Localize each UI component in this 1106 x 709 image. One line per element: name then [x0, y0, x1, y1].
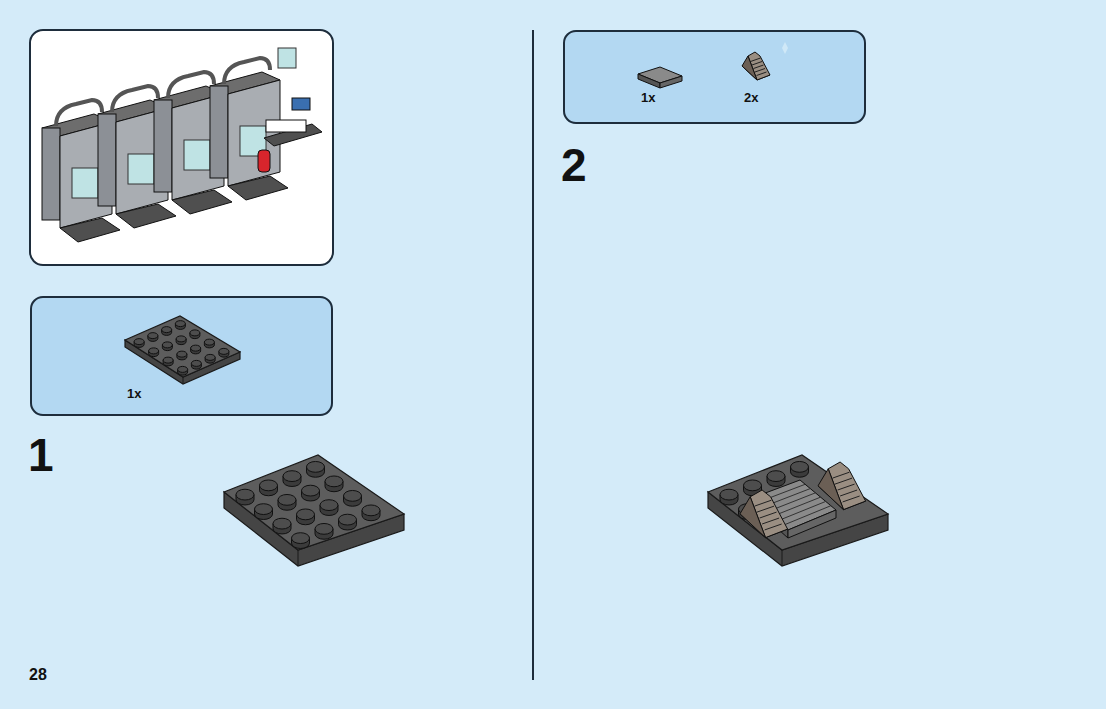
step-number: 1 [28, 432, 54, 478]
column-divider [532, 30, 534, 680]
parts-callout: 1x 2x [563, 30, 866, 124]
parts-callout: 1x [30, 296, 333, 416]
overview-model [42, 48, 322, 242]
part-quantity: 1x [641, 90, 655, 105]
step-number: 2 [561, 142, 587, 188]
plate-top [224, 455, 404, 550]
plate-top [708, 455, 888, 550]
plate-illustrations [125, 42, 888, 566]
parts-panel-fill [30, 296, 333, 416]
plate-top [125, 316, 240, 377]
part-quantity: 2x [744, 90, 758, 105]
parts-panel-fill [563, 30, 866, 124]
overview-panel [30, 30, 333, 265]
part-quantity: 1x [127, 386, 141, 401]
page-number: 28 [29, 667, 47, 683]
